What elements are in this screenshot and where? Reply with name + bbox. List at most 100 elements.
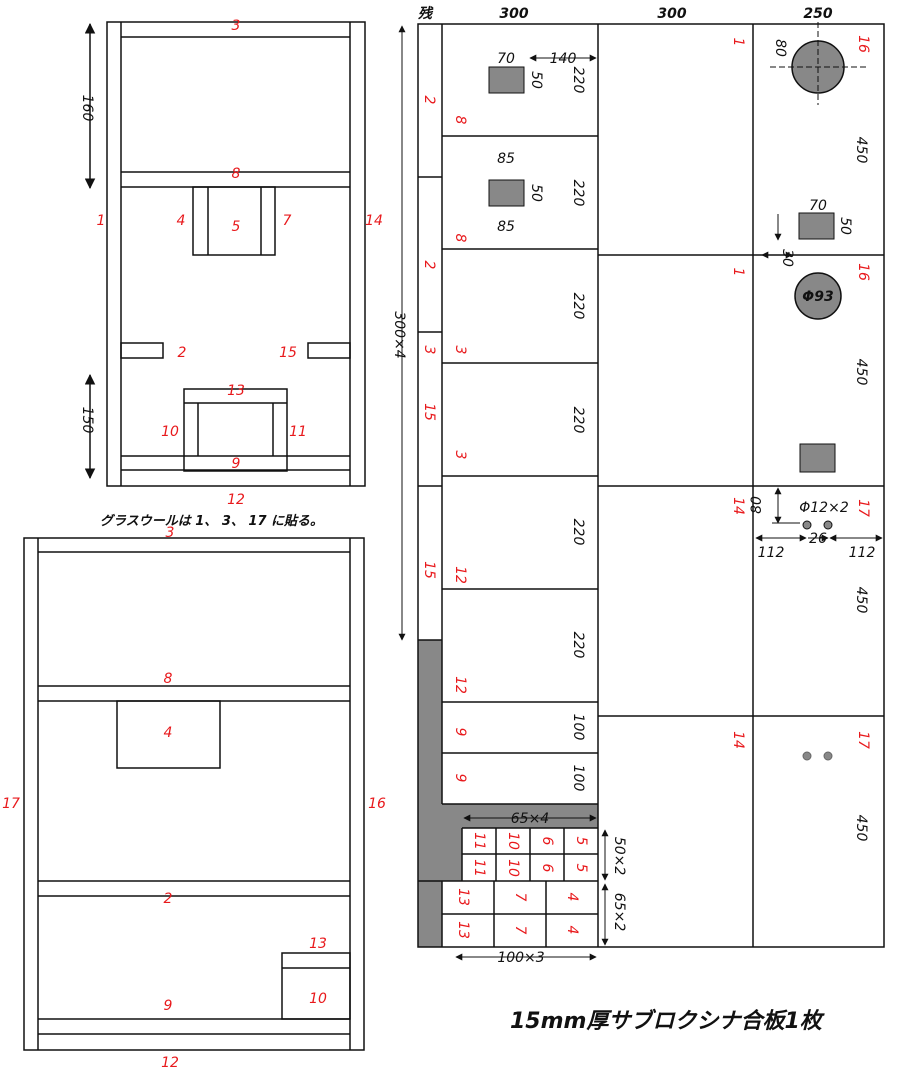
col1-label-8a: 8 (452, 116, 468, 125)
cutout-dim-70-right: 70 (809, 198, 827, 214)
cutout-rect-1 (488, 66, 525, 94)
dim-65x4-label: 65×4 (511, 811, 549, 827)
side-label-2: 2 (164, 891, 173, 907)
dim-300x4-label: 300×4 (391, 311, 407, 358)
small-label-10a: 10 (505, 832, 521, 850)
col3-label-16a: 16 (855, 35, 871, 53)
col1-label-3b: 3 (452, 451, 468, 460)
front-view (84, 21, 366, 487)
col-width-1: 300 (499, 6, 528, 22)
terminal-hole-label: Φ12×2 (799, 500, 849, 516)
front-label-2: 2 (178, 345, 187, 361)
col3-height-1: 450 (853, 137, 869, 164)
col2-label-14a: 14 (730, 497, 746, 515)
col3-label-17a: 17 (855, 499, 871, 517)
cutout-dim-85a: 85 (497, 151, 515, 167)
terminal-hole-2 (823, 520, 833, 530)
dim-50x2-label: 50×2 (611, 837, 627, 876)
cutout-dim-70: 70 (497, 51, 515, 67)
col1-label-12b: 12 (452, 676, 468, 694)
leftover-corner (418, 881, 442, 947)
side-label-3: 3 (166, 525, 175, 541)
port-hole-93 (794, 272, 842, 320)
front-label-10: 10 (161, 424, 179, 440)
col1-height-8: 100 (570, 765, 586, 792)
strip-label-3: 3 (421, 346, 437, 355)
col1-labels: 8 8 3 3 12 12 9 9 220 220 220 220 220 22… (452, 51, 586, 791)
col3-label-16b: 16 (855, 263, 871, 281)
port-box (183, 388, 288, 472)
cutout-dim-140: 140 (550, 51, 577, 67)
col1-height-3: 220 (570, 293, 586, 320)
strip-label-15b: 15 (421, 561, 437, 579)
strip-label-2a: 2 (421, 96, 437, 105)
cutout-rect-4 (799, 443, 836, 473)
front-label-14: 14 (365, 213, 383, 229)
col3-label-17b: 17 (855, 731, 871, 749)
terminal-hole-3 (802, 751, 812, 761)
col1-label-9a: 9 (452, 728, 468, 737)
front-label-7: 7 (283, 213, 292, 229)
cutout-rect-3 (798, 212, 835, 240)
side-label-4: 4 (164, 725, 173, 741)
small-label-6b: 6 (539, 864, 555, 873)
speaker-dim-80: 80 (772, 39, 788, 57)
dim-150-label: 150 (79, 407, 95, 434)
col2-label-1b: 1 (730, 268, 746, 277)
front-label-3: 3 (232, 18, 241, 34)
col1-height-2: 220 (570, 180, 586, 207)
front-label-5: 5 (232, 219, 241, 235)
dim-112-left-label: 112 (758, 545, 785, 561)
cutout-dim-50a: 50 (528, 71, 544, 89)
strip-label-2b: 2 (421, 261, 437, 270)
col1-height-5: 220 (570, 519, 586, 546)
col3-height-3: 450 (853, 587, 869, 614)
front-label-12: 12 (227, 492, 245, 508)
col1-height-7: 100 (570, 714, 586, 741)
dim-65x2-label: 65×2 (611, 893, 627, 932)
cutout-dim-50-right: 50 (837, 217, 853, 235)
cutout-dim-50b: 50 (528, 184, 544, 202)
side-label-17: 17 (2, 796, 20, 812)
front-label-4: 4 (177, 213, 186, 229)
port-hole-label: Φ93 (802, 289, 833, 305)
col3-height-4: 450 (853, 815, 869, 842)
col1-height-4: 220 (570, 407, 586, 434)
col-width-2: 300 (657, 6, 686, 22)
panel-10-side-box (281, 952, 351, 1020)
col1-height-1: 220 (570, 67, 586, 94)
dim-30-label: 30 (779, 249, 795, 267)
dim-80-label: 80 (749, 496, 765, 514)
side-label-10: 10 (309, 991, 327, 1007)
side-label-12: 12 (161, 1055, 179, 1070)
small-label-5b: 5 (573, 864, 589, 873)
side-label-16: 16 (368, 796, 386, 812)
small-label-4b: 4 (564, 926, 580, 935)
small-label-7a: 7 (512, 893, 528, 902)
col3-height-2: 450 (853, 359, 869, 386)
dim-100x3-label: 100×3 (497, 950, 544, 966)
front-label-15: 15 (279, 345, 297, 361)
cutout-dim-85b: 85 (497, 219, 515, 235)
side-label-13: 13 (309, 936, 327, 952)
col-width-3: 250 (803, 6, 832, 22)
side-view-outline (23, 537, 365, 1051)
side-label-8: 8 (164, 671, 173, 687)
front-label-11: 11 (289, 424, 307, 440)
col1-label-8b: 8 (452, 234, 468, 243)
side-view (23, 537, 365, 1051)
col1-label-12a: 12 (452, 566, 468, 584)
dim-160-label: 160 (79, 95, 95, 122)
panel-2-block (120, 342, 164, 359)
front-label-8: 8 (232, 166, 241, 182)
small-label-10b: 10 (505, 859, 521, 877)
front-label-1: 1 (97, 213, 106, 229)
front-view-labels: 3 8 1 14 4 5 7 2 15 13 10 11 9 12 160 15… (79, 18, 383, 508)
panel-4-side-box (116, 700, 221, 769)
small-label-13a: 13 (455, 888, 471, 906)
leftover-label: 残 (418, 5, 434, 22)
small-label-7b: 7 (512, 926, 528, 935)
small-label-11a: 11 (471, 832, 487, 850)
side-label-9: 9 (164, 998, 173, 1014)
